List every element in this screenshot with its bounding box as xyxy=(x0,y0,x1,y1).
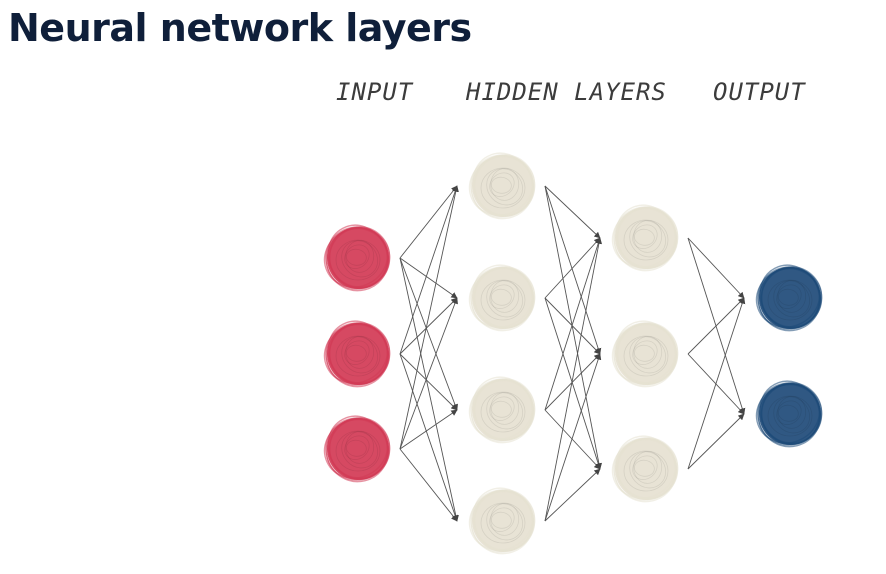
connection-input-3-to-hidden-1-4 xyxy=(399,448,458,522)
connection-hidden-2-3-to-output-1 xyxy=(687,297,746,470)
connection-input-2-to-hidden-1-4 xyxy=(399,353,459,522)
connection-input-3-to-hidden-1-1 xyxy=(399,185,459,450)
output-layer-label: OUTPUT xyxy=(713,78,806,106)
output-node-1 xyxy=(755,264,823,332)
connection-hidden-1-3-to-hidden-2-3 xyxy=(544,409,601,470)
connection-input-3-to-hidden-1-2 xyxy=(399,297,458,450)
hidden-1-node-2 xyxy=(468,264,536,332)
connection-hidden-1-1-to-hidden-2-2 xyxy=(544,185,602,355)
input-node-3 xyxy=(323,415,391,483)
connection-hidden-1-4-to-hidden-2-2 xyxy=(544,353,602,522)
connection-hidden-1-2-to-hidden-2-3 xyxy=(544,297,602,470)
hidden-2-node-3 xyxy=(611,435,679,503)
connections xyxy=(399,185,746,522)
connection-hidden-1-3-to-hidden-2-2 xyxy=(544,353,601,411)
connection-input-1-to-hidden-1-2 xyxy=(399,257,458,299)
connection-input-1-to-hidden-1-1 xyxy=(399,185,458,259)
connection-hidden-1-2-to-hidden-2-2 xyxy=(544,297,601,355)
output-node-2 xyxy=(755,380,823,448)
connection-hidden-1-1-to-hidden-2-1 xyxy=(544,185,601,239)
page-title: Neural network layers xyxy=(8,6,472,50)
connection-hidden-1-2-to-hidden-2-1 xyxy=(544,237,601,299)
connection-hidden-1-4-to-hidden-2-1 xyxy=(544,237,603,522)
connection-hidden-1-4-to-hidden-2-3 xyxy=(544,468,601,522)
connection-hidden-2-1-to-output-1 xyxy=(687,237,745,299)
hidden-2-node-1 xyxy=(611,204,679,272)
input-layer-label: INPUT xyxy=(336,78,414,106)
connection-input-1-to-hidden-1-3 xyxy=(399,257,458,411)
connection-hidden-1-3-to-hidden-2-1 xyxy=(544,237,602,411)
connection-input-2-to-hidden-1-3 xyxy=(399,353,458,411)
hidden-1-node-3 xyxy=(468,376,536,444)
connection-input-1-to-hidden-1-4 xyxy=(399,257,459,522)
connection-hidden-2-2-to-output-1 xyxy=(687,297,745,355)
connection-input-3-to-hidden-1-3 xyxy=(399,409,458,450)
input-node-2 xyxy=(323,320,391,388)
connection-hidden-2-3-to-output-2 xyxy=(687,413,745,470)
hidden-1-node-1 xyxy=(468,152,536,220)
hidden-1-node-4 xyxy=(468,487,536,555)
connection-input-2-to-hidden-1-2 xyxy=(399,297,458,355)
hidden-layers-label: HIDDEN LAYERS xyxy=(466,78,667,106)
connection-input-2-to-hidden-1-1 xyxy=(399,185,459,355)
connection-hidden-1-1-to-hidden-2-3 xyxy=(544,185,603,470)
input-node-1 xyxy=(323,224,391,292)
neurons xyxy=(323,152,823,555)
hidden-2-node-2 xyxy=(611,320,679,388)
